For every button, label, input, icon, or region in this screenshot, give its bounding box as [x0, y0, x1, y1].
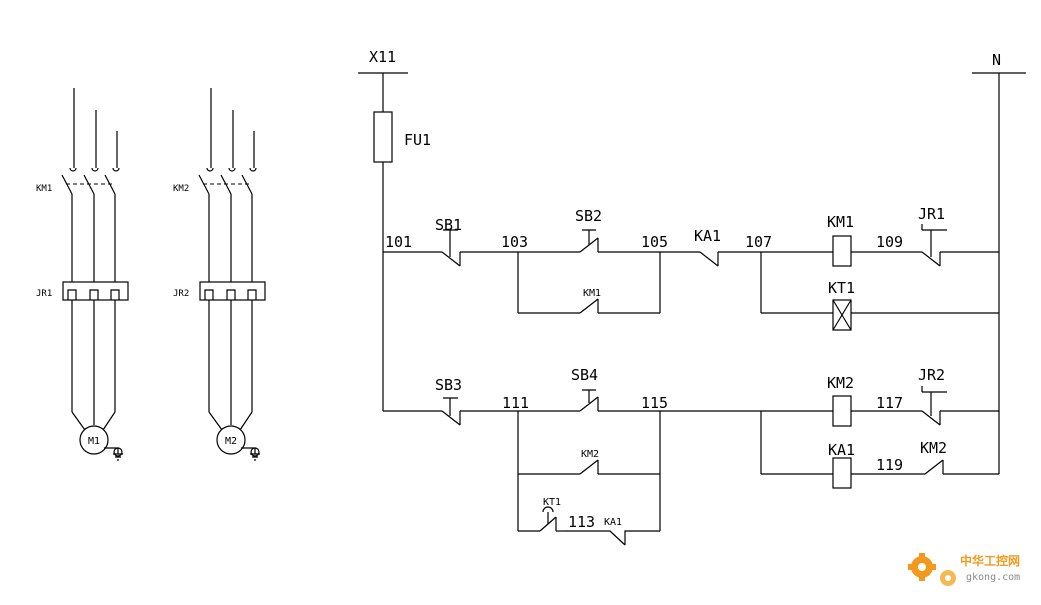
label-ka1-contact-low: KA1	[604, 517, 622, 528]
coil-km1	[832, 235, 852, 267]
node-103: 103	[501, 233, 528, 251]
label-km2-coil: KM2	[827, 374, 854, 392]
label-sb3: SB3	[435, 376, 462, 394]
label-sb1: SB1	[435, 216, 462, 234]
label-ka1-coil: KA1	[828, 441, 855, 459]
motor-m1-label: M1	[88, 436, 100, 447]
jr2-relay-label: JR2	[173, 289, 189, 299]
watermark: 中华工控网 gkong.com	[908, 553, 1020, 586]
node-109: 109	[876, 233, 903, 251]
watermark-site: 中华工控网	[960, 553, 1020, 568]
label-fu1: FU1	[404, 131, 431, 149]
label-sb4: SB4	[571, 366, 598, 384]
label-kt1-coil: KT1	[828, 279, 855, 297]
km2-contactor-label: KM2	[173, 184, 189, 194]
label-jr1-contact: JR1	[918, 205, 945, 223]
node-113: 113	[568, 513, 595, 531]
label-kt1-contact: KT1	[543, 497, 561, 508]
label-ka1-contact: KA1	[694, 227, 721, 245]
motor-m2-label: M2	[225, 436, 237, 447]
node-107: 107	[745, 233, 772, 251]
km1-contactor-label: KM1	[36, 184, 52, 194]
main-circuit-m1: KM1 JR1 M1	[36, 88, 129, 461]
label-km2-contact: KM2	[920, 439, 947, 457]
watermark-domain: gkong.com	[966, 572, 1020, 583]
node-115: 115	[641, 394, 668, 412]
node-119: 119	[876, 456, 903, 474]
label-km1-hold: KM1	[583, 288, 601, 299]
label-km2-hold: KM2	[581, 449, 599, 460]
node-117: 117	[876, 394, 903, 412]
fuse-fu1	[373, 111, 393, 163]
coil-km2	[832, 395, 852, 427]
node-111: 111	[502, 394, 529, 412]
node-101: 101	[385, 233, 412, 251]
label-n: N	[992, 51, 1001, 69]
control-circuit: X11 N FU1 101 103 105 107 109 111 113 11…	[358, 48, 1026, 546]
gear-icon	[908, 553, 956, 586]
node-105: 105	[641, 233, 668, 251]
main-circuit-m2: KM2 JR2 M2	[173, 88, 266, 461]
label-x11: X11	[369, 48, 396, 66]
label-jr2-contact: JR2	[918, 366, 945, 384]
jr1-relay-label: JR1	[36, 289, 52, 299]
label-sb2: SB2	[575, 207, 602, 225]
label-km1-coil: KM1	[827, 213, 854, 231]
coil-ka1	[832, 457, 852, 489]
